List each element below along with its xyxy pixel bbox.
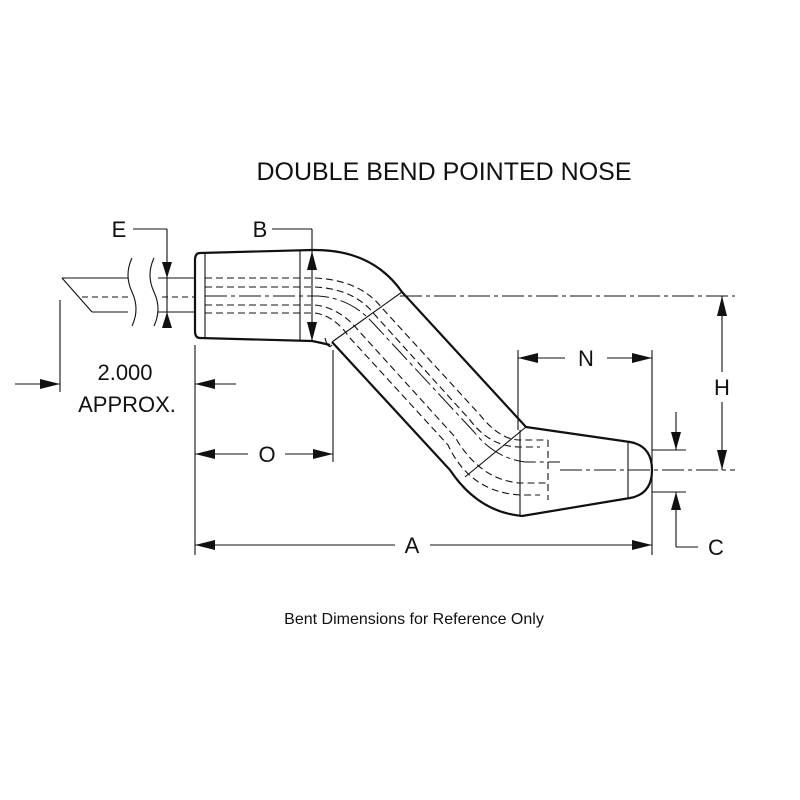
dimension-label-c: C	[708, 535, 724, 560]
dimension-c: C	[671, 412, 724, 560]
bend-notch	[324, 337, 333, 347]
dimension-label-a: A	[405, 533, 420, 558]
dimension-n: N	[518, 346, 652, 371]
wire-stub	[61, 255, 195, 327]
dimension-h: H	[714, 296, 730, 470]
dimension-o: O	[195, 442, 333, 467]
dimension-label-n: N	[578, 346, 594, 371]
centerlines	[205, 295, 735, 471]
extension-lines	[59, 300, 686, 555]
approx-label: APPROX.	[78, 392, 176, 417]
part-body	[193, 248, 654, 518]
approx-value: 2.000	[97, 360, 152, 385]
dimension-label-h: H	[714, 375, 730, 400]
dimension-e: E	[112, 217, 172, 328]
dimension-approx: 2.000 APPROX.	[15, 360, 236, 417]
hidden-bore	[205, 277, 549, 500]
drawing-title: DOUBLE BEND POINTED NOSE	[256, 158, 631, 186]
dimension-label-o: O	[258, 442, 275, 467]
reference-caption: Bent Dimensions for Reference Only	[284, 611, 544, 628]
dimension-label-b: B	[253, 217, 268, 242]
dimension-label-e: E	[112, 217, 127, 242]
dimension-b: B	[253, 217, 317, 341]
dimension-a: A	[195, 533, 652, 558]
